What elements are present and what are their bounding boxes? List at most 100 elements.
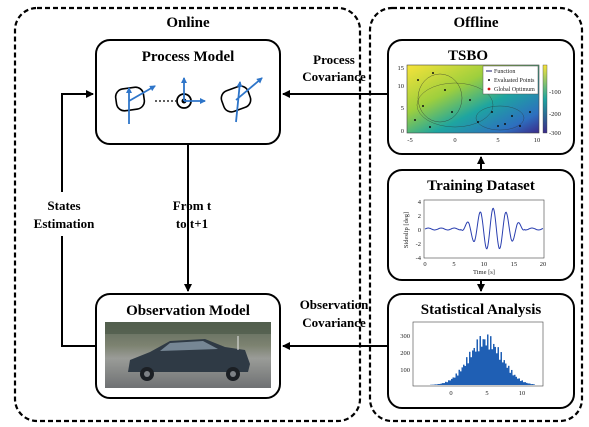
vehicle-photo: [105, 322, 271, 388]
tsbo-ytick: 5: [401, 105, 404, 112]
histogram-bar: [434, 384, 436, 385]
online-region: [13, 6, 362, 423]
histogram-bar: [506, 367, 508, 385]
training-xtick: 5: [452, 261, 455, 268]
training-ytick: 2: [418, 213, 421, 220]
stats-xtick: 5: [485, 390, 488, 397]
histogram-bar: [485, 345, 487, 385]
histogram-bar: [520, 381, 522, 385]
histogram-bar: [503, 360, 505, 385]
histogram-bar: [517, 378, 519, 385]
tsbo-xtick: 10: [534, 137, 541, 144]
colorbar-tick: -100: [549, 89, 561, 96]
histogram-bar: [442, 383, 444, 385]
histogram-bar: [472, 350, 474, 385]
process-covariance-label-1: Process: [313, 52, 355, 67]
histogram-bar: [488, 349, 490, 385]
histogram-bar: [464, 365, 466, 385]
tsbo-xtick: -5: [407, 137, 412, 144]
histogram-bar: [499, 359, 501, 385]
histogram-bar: [476, 339, 478, 385]
training-ytick: -2: [416, 241, 421, 248]
histogram-bar: [493, 343, 495, 385]
training-xtick: 0: [423, 261, 426, 268]
histogram-bar: [439, 383, 441, 385]
observation-covariance-label-1: Observation: [300, 297, 369, 312]
stats-ytick: 100: [400, 367, 410, 374]
offline-region: [368, 6, 584, 423]
vehicle-motion-sketch: [114, 77, 263, 124]
stats-xtick: 10: [519, 390, 526, 397]
histogram-bar: [463, 364, 465, 385]
histogram-bar: [509, 372, 511, 385]
histogram-bar: [529, 383, 531, 385]
histogram-bar: [515, 376, 517, 385]
states-estimation-label-2: Estimation: [34, 216, 95, 231]
training-ytick: 0: [418, 227, 421, 234]
training-xtick: 20: [540, 261, 547, 268]
colorbar-tick: -300: [549, 130, 561, 137]
histogram-bar: [461, 367, 463, 385]
process-model-title: Process Model: [142, 49, 235, 65]
histogram-bar: [497, 347, 499, 385]
colorbar-tick: -200: [549, 111, 561, 118]
histogram-bar: [457, 375, 459, 385]
histogram-bar: [446, 382, 448, 385]
histogram-bar: [523, 382, 525, 385]
histogram-bar: [521, 380, 523, 385]
process-covariance-label-2: Covariance: [302, 69, 366, 84]
histogram-bar: [469, 351, 471, 385]
histogram-bar: [473, 347, 475, 385]
histogram-bar: [466, 357, 468, 385]
histogram-bar: [527, 383, 529, 385]
statistical-analysis-title: Statistical Analysis: [421, 302, 542, 318]
histogram-bar: [505, 363, 507, 385]
histogram-bar: [533, 384, 535, 385]
histogram-bar: [443, 383, 445, 385]
stats-ytick: 300: [400, 333, 410, 340]
histogram-bar: [467, 363, 469, 385]
states-estimation-label-1: States: [47, 198, 80, 213]
histogram-bar: [437, 384, 439, 385]
training-xtick: 10: [481, 261, 488, 268]
training-ytick: 4: [418, 199, 422, 206]
legend-function: Function: [494, 69, 515, 75]
histogram-bar: [494, 346, 496, 385]
histogram-bar: [451, 378, 453, 385]
histogram-bar: [530, 384, 532, 385]
histogram-bar: [526, 382, 528, 385]
from-t-label-2: to t+1: [176, 216, 208, 231]
observation-model-title: Observation Model: [126, 303, 250, 319]
stats-ytick: 200: [400, 350, 410, 357]
histogram-bar: [454, 377, 456, 385]
histogram-bar: [455, 373, 457, 385]
histogram-bar: [481, 346, 483, 385]
histogram-bar: [478, 351, 480, 385]
histogram-bar: [445, 381, 447, 385]
histogram-bar: [440, 383, 442, 385]
histogram-bar: [518, 378, 520, 385]
histogram-bar: [449, 380, 451, 385]
tsbo-ytick: 15: [398, 65, 405, 72]
training-ytick: -4: [416, 255, 422, 262]
histogram-bar: [502, 362, 504, 385]
histogram-bar: [487, 334, 489, 385]
tsbo-contour-plot: Function Evaluated Points Global Optimum…: [398, 64, 561, 144]
histogram-bar: [475, 351, 477, 385]
histogram-plot: 300 200 100 0 5 10: [400, 321, 544, 397]
training-ylabel: Sideslip [deg]: [403, 212, 410, 248]
observation-covariance-label-2: Covariance: [302, 315, 366, 330]
from-t-label-1: From t: [173, 198, 212, 213]
tsbo-title: TSBO: [448, 48, 488, 64]
histogram-bar: [512, 375, 514, 385]
histogram-bar: [482, 339, 484, 385]
tsbo-xtick: 5: [496, 137, 499, 144]
tsbo-xtick: 0: [453, 137, 456, 144]
legend-evaluated: Evaluated Points: [494, 78, 535, 84]
histogram-bar: [511, 369, 513, 385]
training-sideslip-plot: 4 2 0 -2 -4 0 5 10 15 20 Time [s] Sidesl…: [403, 199, 546, 276]
histogram-bar: [496, 353, 498, 385]
training-dataset-title: Training Dataset: [427, 178, 535, 194]
stats-xtick: 0: [449, 390, 452, 397]
